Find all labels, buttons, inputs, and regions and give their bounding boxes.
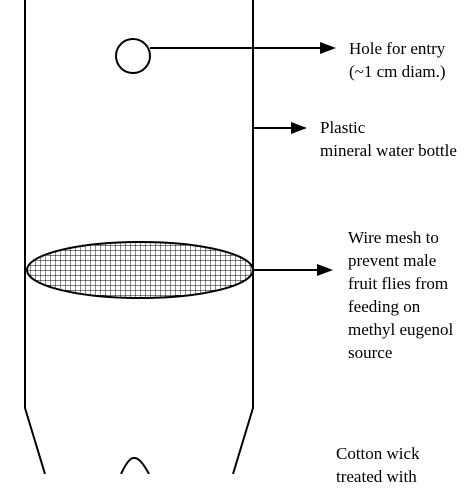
entry-hole-label-line-1: Hole for entry bbox=[349, 39, 446, 58]
mesh-label: Wire mesh to prevent male fruit flies fr… bbox=[348, 226, 453, 364]
mesh-label-line-6: source bbox=[348, 343, 393, 362]
bottle-label-line-1: Plastic bbox=[320, 118, 366, 137]
entry-hole-label: Hole for entry (~1 cm diam.) bbox=[349, 37, 446, 83]
bottle-outline bbox=[24, 0, 254, 474]
mesh-label-line-1: Wire mesh to bbox=[348, 228, 439, 247]
mesh-label-line-2: prevent male bbox=[348, 251, 437, 270]
entry-hole-arrow bbox=[150, 42, 336, 54]
bottle-left-wall bbox=[24, 0, 46, 474]
wick-label-line-2: treated with bbox=[336, 467, 417, 486]
mesh-label-line-5: methyl eugenol bbox=[348, 320, 454, 339]
mesh-label-line-4: feeding on bbox=[348, 297, 421, 316]
bottle-label: Plastic mineral water bottle bbox=[320, 116, 457, 162]
entry-hole bbox=[115, 38, 151, 74]
wick-label-line-1: Cotton wick bbox=[336, 444, 420, 463]
trap-diagram bbox=[24, 0, 336, 474]
entry-hole-label-line-2: (~1 cm diam.) bbox=[349, 62, 446, 81]
mesh-label-line-3: fruit flies from bbox=[348, 274, 449, 293]
cotton-wick bbox=[120, 456, 150, 474]
mesh-arrow bbox=[253, 264, 333, 276]
bottle-label-line-2: mineral water bottle bbox=[320, 141, 457, 160]
wick-label: Cotton wick treated with bbox=[336, 442, 420, 488]
bottle-arrow bbox=[253, 122, 307, 134]
bottle-right-wall bbox=[232, 0, 254, 474]
wire-mesh bbox=[26, 241, 254, 299]
pointer-arrows bbox=[150, 42, 336, 276]
